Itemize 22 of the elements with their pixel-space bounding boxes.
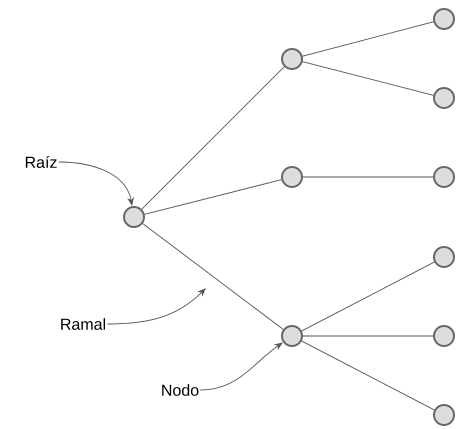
tree-node [433, 166, 455, 188]
branch-line [302, 21, 434, 57]
label-text: Nodo [162, 384, 198, 396]
tree-node [433, 87, 455, 109]
tree-node [433, 404, 455, 426]
branch-line [302, 176, 434, 178]
tree-node [281, 325, 303, 347]
branch-line [142, 223, 284, 330]
label-text: Raíz [26, 156, 57, 168]
tree-node [433, 8, 455, 30]
label-text: Ramal [61, 318, 106, 330]
tree-node [433, 246, 455, 268]
branch-line [302, 61, 434, 96]
leader-line [106, 288, 206, 324]
tree-node [281, 166, 303, 188]
tree-node [281, 48, 303, 70]
branch-line [144, 179, 282, 215]
branch-line [301, 340, 435, 410]
tree-node [433, 325, 455, 347]
branch-line [301, 262, 435, 332]
branch-line [141, 66, 285, 210]
tree-node [123, 206, 145, 228]
